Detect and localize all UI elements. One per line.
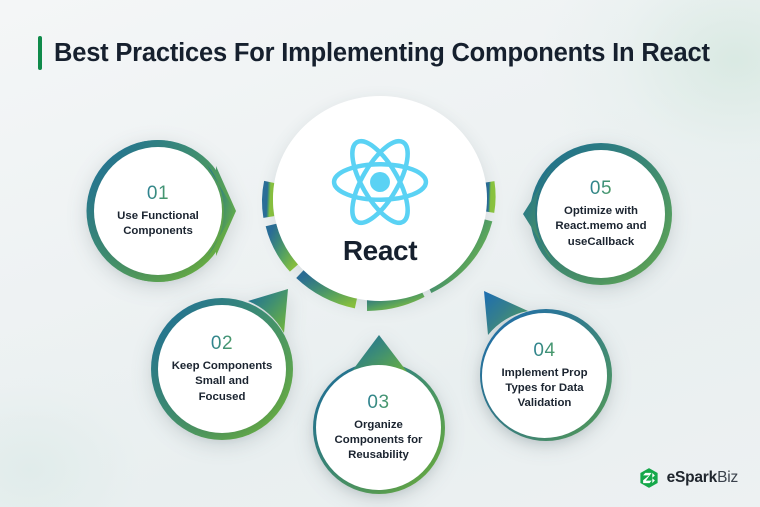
node-05-text: Optimize with React.memo and useCallback — [555, 205, 647, 248]
node-02-disc: 02 Keep Components Small and Focused — [158, 305, 286, 433]
brand-name-light: Biz — [717, 469, 738, 486]
hub-label: React — [342, 234, 418, 266]
brand-name: eSparkBiz — [666, 469, 739, 487]
node-04-disc: 04 Implement Prop Types for Data Validat… — [482, 313, 607, 438]
brand-lockup[interactable]: eSparkBiz — [638, 467, 738, 489]
node-02-number: 02 — [210, 333, 234, 355]
title-accent-bar — [38, 36, 42, 71]
node-04-text: Implement Prop Types for Data Validation — [501, 366, 588, 410]
node-01-number: 01 — [146, 182, 170, 204]
page-title: Best Practices For Implementing Componen… — [54, 39, 710, 67]
node-04[interactable]: 04 Implement Prop Types for Data Validat… — [460, 285, 620, 445]
node-03-text: Organize Components for Reusability — [334, 418, 423, 462]
node-05-disc: 05 Optimize with React.memo and useCallb… — [537, 150, 665, 278]
node-05-number: 05 — [589, 178, 613, 200]
brand-name-bold: eSpark — [666, 469, 718, 486]
node-02-text: Keep Components Small and Focused — [171, 360, 273, 403]
node-03-disc: 03 Organize Components for Reusability — [316, 365, 441, 490]
node-03[interactable]: 03 Organize Components for Reusability — [303, 335, 463, 495]
node-02[interactable]: 02 Keep Components Small and Focused — [148, 287, 308, 447]
node-01-disc: 01 Use Functional Components — [94, 147, 222, 275]
node-05[interactable]: 05 Optimize with React.memo and useCallb… — [512, 135, 672, 295]
center-hub: React — [255, 86, 505, 311]
node-01-text: Use Functional Components — [117, 209, 199, 237]
node-01[interactable]: 01 Use Functional Components — [78, 132, 238, 292]
node-04-number: 04 — [533, 339, 556, 361]
hub-disc: React — [273, 96, 487, 301]
esparkbiz-hex-icon — [639, 468, 658, 488]
page-header: Best Practices For Implementing Componen… — [38, 36, 710, 71]
node-03-number: 03 — [367, 391, 390, 413]
react-atom-icon — [331, 138, 429, 225]
